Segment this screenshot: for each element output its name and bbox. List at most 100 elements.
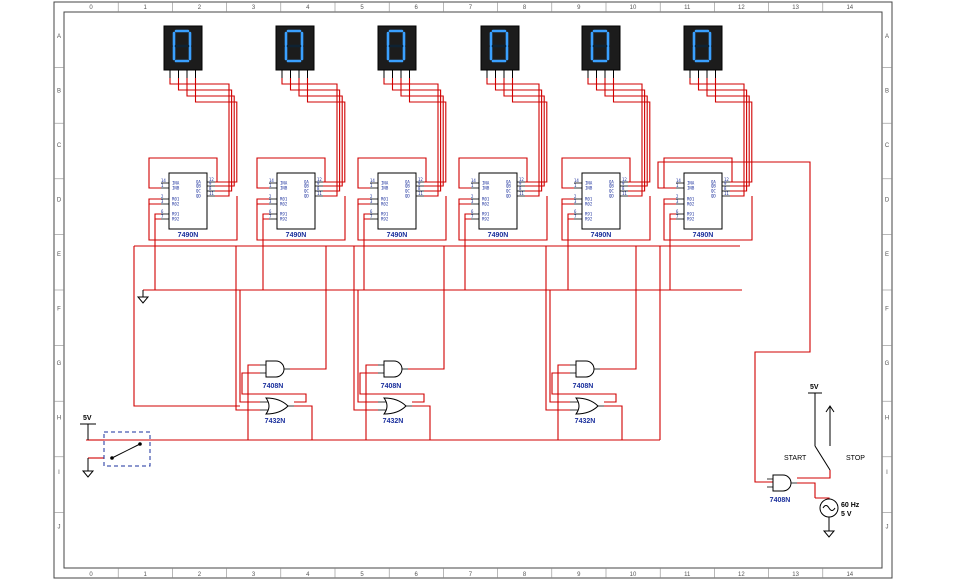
or-gate-7432[interactable]: 7432N (260, 397, 294, 425)
counter-part-label: 7490N (488, 232, 509, 239)
gate-part-label: 7432N (575, 418, 596, 425)
column-label-bottom: 9 (577, 572, 581, 578)
seven-segment-display[interactable] (480, 25, 520, 78)
counter-pin-number: 11 (724, 191, 729, 196)
counter-pin-name: QC (196, 189, 201, 194)
seven-segment-display[interactable] (683, 25, 723, 78)
counter-pin-number: 1 (370, 183, 373, 188)
column-label-top: 14 (846, 5, 853, 11)
counter-body (683, 172, 723, 230)
row-label-left: B (57, 89, 61, 95)
display-data-wire (689, 78, 745, 197)
counter-pin-name: R01 (687, 197, 695, 202)
ground-symbol (822, 517, 836, 538)
column-label-top: 1 (144, 5, 148, 11)
row-label-left: H (57, 416, 61, 422)
counter-pin-name: R02 (482, 202, 490, 207)
supply-5v-left: 5V (80, 415, 96, 440)
switch-contact (814, 445, 831, 471)
gate-part-label: 7408N (263, 383, 284, 390)
ac-clock-source[interactable]: 60 Hz5 V (819, 498, 860, 518)
gate-part-label: 7408N (770, 497, 791, 504)
gate-part-label: 7432N (265, 418, 286, 425)
counter-pin-number: 3 (676, 199, 679, 204)
counter-pin-name: R01 (585, 197, 593, 202)
reset-bus (256, 196, 346, 241)
counter-pin-number: 9 (519, 181, 522, 186)
counter-pin-number: 8 (724, 186, 727, 191)
reset-bus (148, 196, 238, 241)
counter-pin-name: QA (506, 180, 511, 185)
display-data-wire (595, 78, 646, 192)
display-data-wire (706, 78, 750, 187)
column-label-bottom: 6 (415, 572, 419, 578)
column-label-bottom: 4 (306, 572, 310, 578)
gate-output-wire (412, 405, 431, 440)
counter-pin-name: QC (711, 189, 716, 194)
gate-output-wire (600, 246, 637, 370)
counter-pin-number: 6 (370, 209, 373, 214)
display-body (581, 25, 621, 71)
gate-wire (359, 372, 425, 403)
and-gate-body (265, 360, 285, 378)
counter-pin-number: 12 (317, 177, 322, 182)
row-label-right: C (885, 143, 890, 149)
counter-pin-name: QA (711, 180, 716, 185)
counter-body (581, 172, 621, 230)
counter-pin-number: 3 (471, 199, 474, 204)
reset-bus (663, 196, 753, 241)
counter-pin-number: 8 (209, 186, 212, 191)
reset-wire (256, 198, 269, 205)
column-label-top: 10 (630, 5, 637, 11)
counter-pin-number: 6 (574, 209, 577, 214)
row-label-left: I (58, 470, 60, 476)
counter-pin-number: 1 (471, 183, 474, 188)
seven-segment-display[interactable] (377, 25, 417, 78)
reset-switch[interactable] (103, 431, 151, 467)
display-data-wire (186, 78, 235, 187)
or-gate-7432[interactable]: 7432N (570, 397, 604, 425)
seven-segment-display[interactable] (275, 25, 315, 78)
counter-part-label: 7490N (591, 232, 612, 239)
display-data-wire (306, 78, 346, 183)
source-wire (797, 482, 816, 498)
counter-pin-name: QD (196, 194, 201, 199)
row-label-right: A (885, 34, 889, 40)
and-gate-7408[interactable]: 7408N (260, 360, 290, 390)
column-label-bottom: 7 (469, 572, 473, 578)
counter-pin-number: 3 (574, 199, 577, 204)
counter-pin-name: INB (381, 186, 389, 191)
counter-pin-number: 12 (519, 177, 524, 182)
wires (86, 78, 831, 499)
display-body (163, 25, 203, 71)
counter-pin-number: 14 (574, 178, 579, 183)
counter-body (377, 172, 417, 230)
and-gate-7408[interactable]: 7408N (570, 360, 600, 390)
supply-5v-right: 5V (808, 384, 822, 446)
counter-feedback-wire (458, 157, 528, 189)
counter-pin-number: 8 (622, 186, 625, 191)
counter-feedback-wire (148, 157, 218, 189)
clock-and-gate-7408[interactable]: 7408N (767, 474, 797, 504)
seven-segment-display[interactable] (581, 25, 621, 78)
reset-wire (567, 213, 574, 220)
supply-label: 5V (810, 384, 819, 391)
counter-pin-name: QA (609, 180, 614, 185)
counter-pin-number: 1 (269, 183, 272, 188)
column-label-bottom: 11 (684, 572, 691, 578)
gate-part-label: 7408N (381, 383, 402, 390)
counter-pin-name: QC (304, 189, 309, 194)
or-gate-7432[interactable]: 7432N (378, 397, 412, 425)
and-gate-7408[interactable]: 7408N (378, 360, 408, 390)
counter-pin-name: QA (196, 180, 201, 185)
seven-segment-display[interactable] (163, 25, 203, 78)
column-label-bottom: 12 (738, 572, 745, 578)
